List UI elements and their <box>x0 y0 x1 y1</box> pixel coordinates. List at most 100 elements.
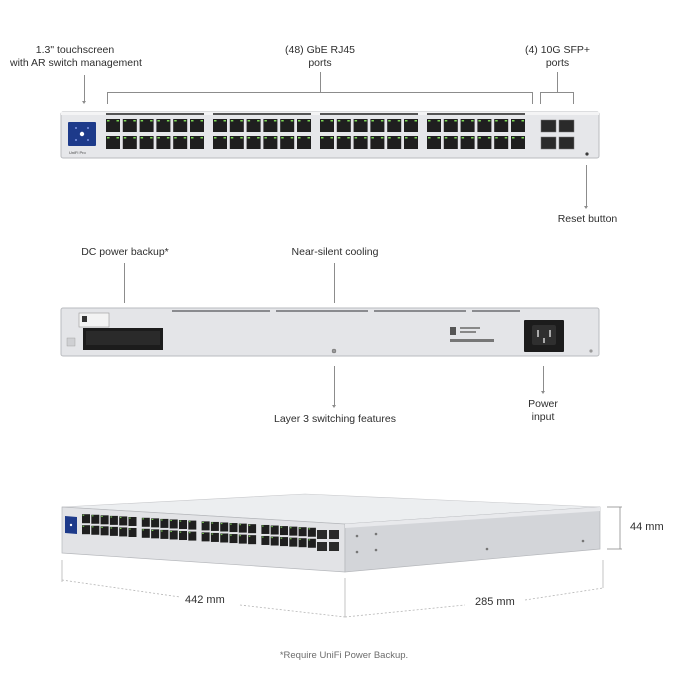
rj45-port <box>370 119 385 132</box>
rj45-port <box>443 119 458 132</box>
rj45-port <box>477 119 492 132</box>
iso-rj45-port <box>270 536 279 546</box>
iso-rj45-port <box>141 517 150 527</box>
rj45-port <box>477 136 492 149</box>
iso-rj45-port <box>169 530 178 540</box>
iso-rj45-port <box>141 528 150 538</box>
rj45-port <box>122 136 137 149</box>
rj45-port <box>173 119 188 132</box>
dc-backup-port <box>66 312 163 350</box>
iso-rj45-port <box>151 518 160 528</box>
iso-rj45-port <box>119 527 128 537</box>
iso-rj45-port <box>201 532 210 542</box>
width-dimension <box>61 560 346 618</box>
iso-rj45-port <box>210 521 219 531</box>
rj45-port <box>427 136 441 149</box>
iso-sfp-port <box>329 530 339 539</box>
touchscreen-label: 1.3" touchscreen with AR switch manageme… <box>10 44 142 69</box>
reset-leader-line <box>586 165 587 207</box>
iso-touchscreen <box>65 516 77 534</box>
iso-rj45-port <box>210 532 219 542</box>
rj45-port <box>353 119 368 132</box>
reset-button <box>585 152 589 156</box>
iso-rj45-port <box>100 515 109 525</box>
rear-screw <box>589 349 593 353</box>
rj45-port <box>263 136 278 149</box>
iso-rj45-port <box>280 537 288 547</box>
rj45-port <box>190 136 204 149</box>
iso-rj45-port <box>128 527 137 537</box>
depth-dimension-label: 285 mm <box>475 596 515 608</box>
brand-text: UniFi Pro <box>69 150 86 155</box>
iso-rj45-port <box>109 515 118 525</box>
rj45-port <box>443 136 458 149</box>
iso-rj45-port <box>91 525 100 535</box>
rj45-port <box>139 136 154 149</box>
rj45-port <box>139 119 154 132</box>
iso-side-screws <box>355 532 585 554</box>
rj45-port <box>404 119 418 132</box>
power-input-label: Power input <box>528 398 558 423</box>
rj45-port <box>122 119 137 132</box>
iso-rj45-port <box>82 525 90 535</box>
sfp-leader-line <box>557 72 558 92</box>
layer3-leader-arrow <box>332 405 336 408</box>
sfp-port <box>540 136 557 150</box>
sfp-ports-label: (4) 10G SFP+ ports <box>524 44 591 69</box>
iso-rj45-port <box>238 523 247 533</box>
rj45-port <box>246 119 261 132</box>
rj45-port <box>229 119 244 132</box>
sfp-ports-bracket <box>540 92 574 104</box>
rj45-port <box>494 136 509 149</box>
rj45-port <box>494 119 509 132</box>
iso-sfp-port <box>317 530 327 539</box>
dc-backup-leader-line <box>124 263 125 303</box>
rj45-port <box>246 136 261 149</box>
rj45-port <box>213 136 227 149</box>
rj45-port <box>427 119 441 132</box>
iso-rj45-port <box>270 525 279 535</box>
rj45-ports-bracket <box>107 92 533 104</box>
iso-rj45-port <box>179 531 187 541</box>
iso-sfp-port <box>317 542 327 551</box>
rj45-port <box>404 136 418 149</box>
touchscreen-leader-arrow <box>82 101 86 104</box>
iso-rj45-port <box>289 537 298 547</box>
iso-rj45-port <box>280 526 288 536</box>
layer3-label: Layer 3 switching features <box>274 413 396 425</box>
iso-rj45-port <box>201 521 210 531</box>
rj45-port <box>173 136 188 149</box>
rj45-port <box>297 136 311 149</box>
dc-power-backup-label: DC power backup* <box>81 246 169 258</box>
rj45-port <box>336 119 351 132</box>
rj45-port <box>511 136 525 149</box>
iso-rj45-port <box>82 514 90 524</box>
reset-leader-arrow <box>584 206 588 209</box>
iso-rj45-port <box>179 520 187 530</box>
rj45-port <box>320 136 334 149</box>
iso-rj45-port <box>298 527 307 537</box>
switch-isometric-view <box>61 493 622 618</box>
iso-rj45-port <box>128 516 137 526</box>
rj45-port <box>156 119 171 132</box>
cooling-label: Near-silent cooling <box>291 246 379 258</box>
iso-port-grid <box>82 514 339 551</box>
iso-rj45-port <box>188 520 197 530</box>
iso-rj45-port <box>91 514 100 524</box>
rj45-port <box>387 119 402 132</box>
iso-rj45-port <box>188 531 197 541</box>
iso-rj45-port <box>261 535 270 545</box>
iso-rj45-port <box>261 524 270 534</box>
sfp-port <box>558 136 575 150</box>
iso-rj45-port <box>109 526 118 536</box>
rj45-port <box>460 119 475 132</box>
rj45-port <box>336 136 351 149</box>
iso-rj45-port <box>298 538 307 548</box>
iso-rj45-port <box>100 526 109 536</box>
sfp-port-grid <box>540 119 575 150</box>
vent-slots <box>172 310 520 312</box>
iso-rj45-port <box>119 516 128 526</box>
iso-rj45-port <box>248 535 257 545</box>
ground-screw <box>331 348 337 354</box>
rj45-port <box>263 119 278 132</box>
